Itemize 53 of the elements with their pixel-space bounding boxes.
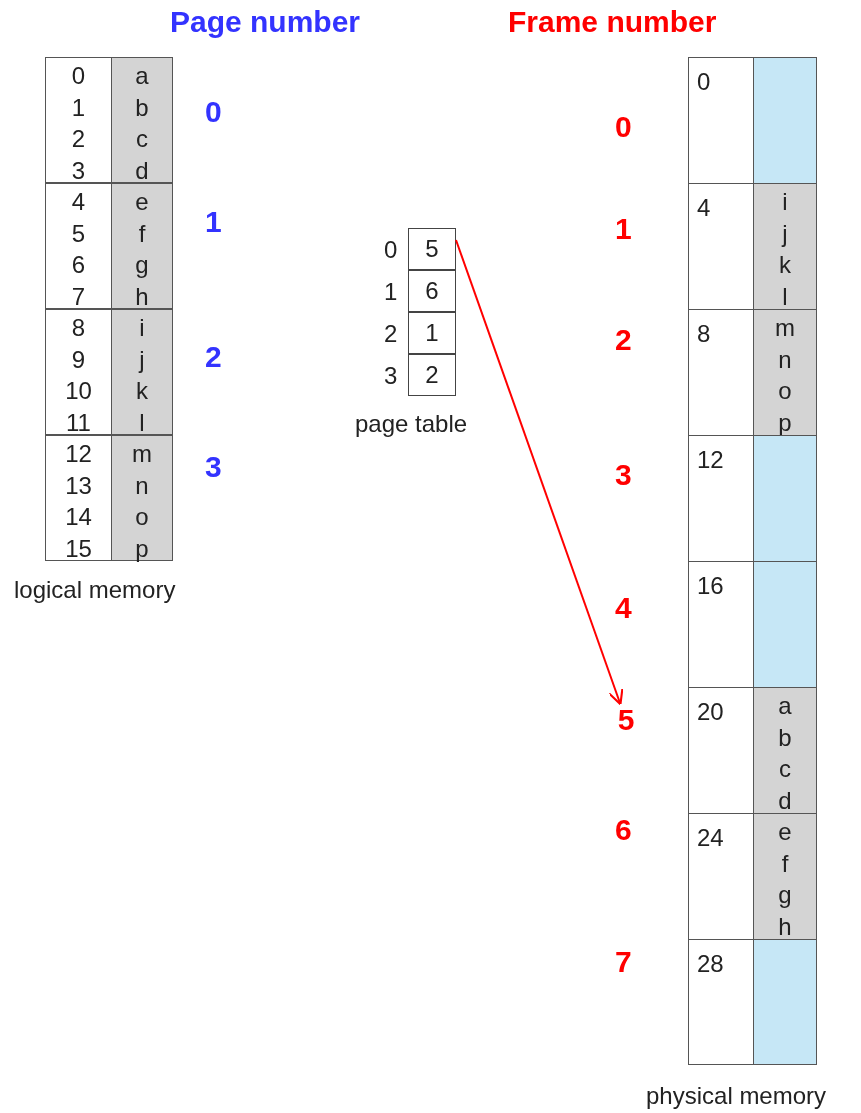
page-index: 1 xyxy=(384,278,398,306)
page-number: 0 xyxy=(205,95,222,129)
caption: page table xyxy=(355,410,468,438)
memory-frame xyxy=(688,687,817,813)
page-table-entry: 6 xyxy=(408,270,456,312)
frame-address: 24 xyxy=(697,824,724,852)
page-index: 2 xyxy=(384,320,398,348)
page-index: 0 xyxy=(384,236,398,264)
page-block xyxy=(45,57,173,183)
axis-heading: Page number xyxy=(170,5,361,39)
memory-frame xyxy=(688,309,817,435)
page-block xyxy=(45,309,173,435)
frame-number: 2 xyxy=(615,323,632,357)
memory-frame xyxy=(688,939,817,1065)
page-table-entry: 5 xyxy=(408,228,456,270)
page-number: 1 xyxy=(205,205,222,239)
caption: physical memory xyxy=(646,1082,827,1110)
frame-address: 12 xyxy=(697,446,724,474)
frame-number: 1 xyxy=(615,212,632,246)
frame-address: 8 xyxy=(697,320,711,348)
page-number: 3 xyxy=(205,450,222,484)
frame-address: 28 xyxy=(697,950,724,978)
offset-numbers: 4 5 6 7 xyxy=(70,187,87,308)
axis-heading: Frame number xyxy=(508,5,717,39)
offset-numbers: 8 9 10 11 xyxy=(64,313,93,434)
memory-frame xyxy=(688,561,817,687)
offset-numbers: 12 13 14 15 xyxy=(64,439,93,560)
frame-number: 3 xyxy=(615,458,632,492)
page-contents: m n o p xyxy=(111,436,172,560)
memory-frame xyxy=(688,435,817,561)
page-block xyxy=(45,183,173,309)
offset-numbers: 0 1 2 3 xyxy=(70,61,87,182)
page-block xyxy=(45,435,173,561)
page-index: 3 xyxy=(384,362,398,390)
frame-number: 5 xyxy=(612,703,640,737)
frame-address: 20 xyxy=(697,698,724,726)
memory-frame xyxy=(688,813,817,939)
frame-address: 4 xyxy=(697,194,711,222)
memory-frame xyxy=(688,57,817,183)
frame-address: 0 xyxy=(697,68,711,96)
frame-number: 0 xyxy=(615,110,632,144)
frame-number: 4 xyxy=(615,591,632,625)
page-table-entry: 1 xyxy=(408,312,456,354)
frame-contents: e f g h xyxy=(753,814,816,939)
frame-number: 7 xyxy=(615,945,632,979)
page-table-entry: 2 xyxy=(408,354,456,396)
arrow xyxy=(455,239,624,706)
frame-address: 16 xyxy=(697,572,724,600)
page-number: 2 xyxy=(205,340,222,374)
frame-number: 6 xyxy=(615,813,632,847)
memory-frame xyxy=(688,183,817,309)
frame-contents: m n o p xyxy=(753,310,816,435)
caption: logical memory xyxy=(14,576,176,604)
